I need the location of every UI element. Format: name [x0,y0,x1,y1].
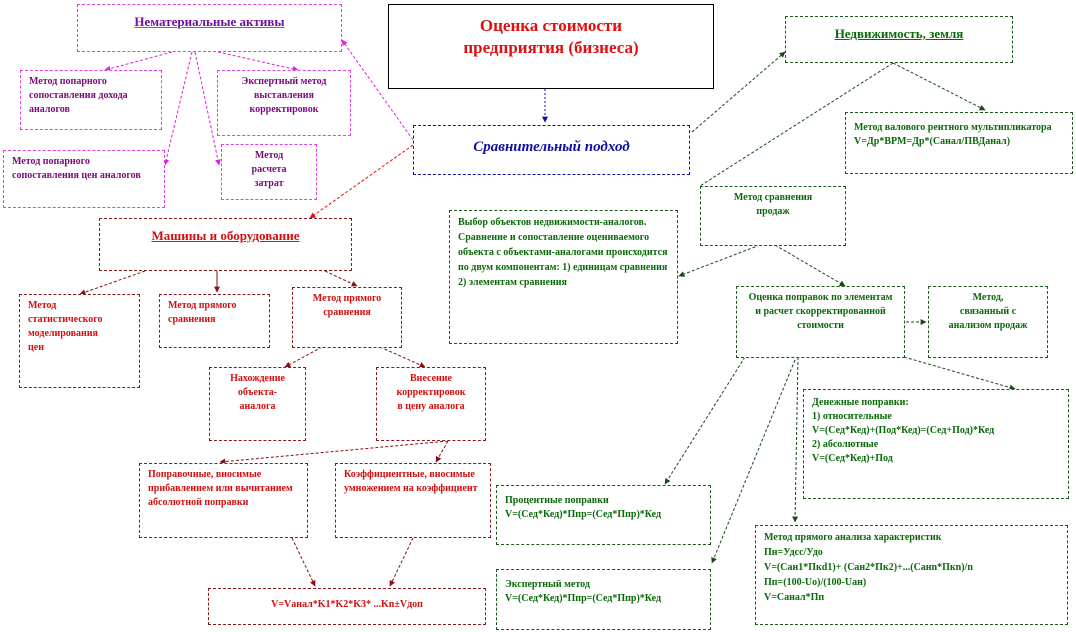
main-title: Оценка стоимости предприятия (бизнеса) [388,4,714,89]
realty-box: Недвижимость, земля [785,16,1013,63]
arrow [104,51,173,72]
coefficient-corrections-box: Коэффициентные, вносимые умножением на к… [335,463,491,538]
arrow [691,51,786,133]
arrow [389,537,414,587]
arrow [163,51,193,166]
arrow [219,440,449,465]
arrow [792,356,799,523]
arrow [341,39,414,141]
arrow [774,244,846,287]
direct-analysis-box: Метод прямого анализа характеристик Пн=У… [755,525,1068,625]
direct-comparison-box-2: Метод прямого сравнения [292,287,402,348]
analog-selection-box: Выбор объектов недвижимости-аналогов. Ср… [449,210,678,344]
machines-formula-box: V=Vанал*K1*K2*K3* ...Kn±Vдоп [208,588,486,625]
related-method-box: Метод, связанный с анализом продаж [928,286,1048,358]
arrow [903,356,1016,391]
arrow [678,244,761,277]
arrow [435,440,449,463]
money-adjustments-box: Денежные поправки: 1) относительные V=(С… [803,389,1069,499]
adjustments-box: Оценка поправок по элементам и расчет ск… [736,286,905,358]
arrow [194,51,221,166]
intangible-assets-box: Нематериальные активы [77,4,342,52]
rent-multiplier-box: Метод валового рентного мультипликатора … [845,112,1073,174]
comparative-approach: Сравнительный подход [413,125,690,175]
percent-adjustments-box: Процентные поправки V=(Сед*Кед)*Ппр=(Сед… [496,485,711,545]
arrow [379,346,426,368]
intangible-method-income: Метод попарного сопоставления дохода ана… [20,70,162,130]
arrow [291,537,316,587]
sales-comparison-box: Метод сравнения продаж [700,186,846,246]
apply-corrections-box: Внесение корректировок в цену аналога [376,367,486,441]
arrow [711,359,796,564]
statistical-method-box: Метод статистического моделирования цен [19,294,140,388]
arrow [324,270,358,287]
realty-title: Недвижимость, земля [834,26,964,41]
intangible-method-costs: Метод расчета затрат [221,144,317,200]
machines-box: Машины и оборудование [99,218,352,271]
additive-corrections-box: Поправочные, вносимые прибавлением или в… [139,463,308,538]
arrow [309,144,414,219]
arrow [699,62,894,187]
arrow [664,356,746,485]
find-analog-box: Нахождение объекта- аналога [209,367,306,441]
machines-title: Машины и оборудование [151,228,300,243]
intangible-title: Нематериальные активы [134,14,285,29]
arrow [217,51,299,72]
intangible-method-expert: Экспертный метод выставления корректиров… [217,70,351,136]
arrow [79,270,146,296]
expert-method-box: Экспертный метод V=(Сед*Кед)*Ппр=(Сед*Пп… [496,569,711,630]
direct-comparison-box-1: Метод прямого сравнения [159,294,270,348]
intangible-method-prices: Метод попарного сопоставления цен аналог… [3,150,165,208]
arrow [284,346,323,368]
arrow [892,62,986,111]
